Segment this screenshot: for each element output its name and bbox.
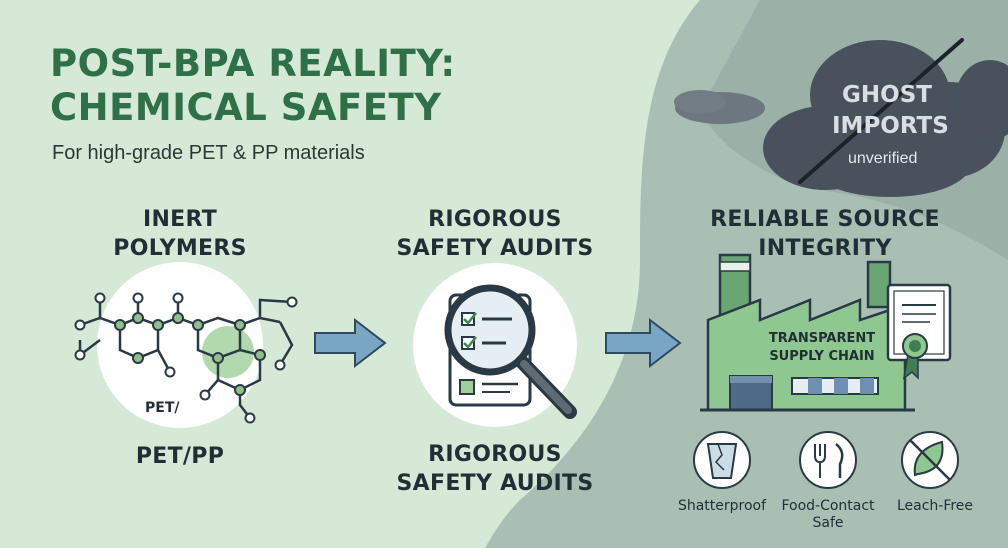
badge-label-food-contact-line2: Safe: [812, 515, 844, 531]
audits-caption-line2: SAFETY AUDITS: [396, 471, 594, 496]
badge-label-food-contact: Food-Contact Safe: [778, 498, 878, 532]
polymers-caption: PET/PP: [135, 444, 225, 469]
ghost-imports-label: GHOST IMPORTS: [832, 80, 949, 142]
audits-heading-line2: SAFETY AUDITS: [396, 236, 594, 261]
audits-heading: RIGOROUS SAFETY AUDITS: [380, 205, 610, 263]
factory-label-line2: SUPPLY CHAIN: [769, 349, 875, 364]
audits-caption-line1: RIGOROUS: [428, 442, 562, 467]
polymer-molecule-icon: [74, 262, 298, 428]
audits-caption: RIGOROUS SAFETY AUDITS: [380, 440, 610, 498]
source-heading-line2: INTEGRITY: [758, 236, 892, 261]
badge-food-contact: [799, 431, 857, 489]
page-title-line2: CHEMICAL SAFETY: [50, 86, 442, 129]
strike-through-line: [798, 38, 964, 184]
polymers-heading-line1: INERT: [142, 207, 218, 232]
arrow-right-icon: [605, 317, 682, 369]
ghost-imports-cloud: [674, 40, 1008, 197]
factory-label: TRANSPARENT SUPPLY CHAIN: [752, 330, 892, 366]
badge-label-shatterproof: Shatterproof: [677, 498, 767, 514]
source-heading: RELIABLE SOURCE INTEGRITY: [690, 205, 960, 263]
audit-magnifier-icon: [413, 263, 577, 427]
arrow-right-icon: [314, 317, 387, 369]
page-title-line1: POST-BPA REALITY:: [50, 42, 456, 85]
audits-heading-line1: RIGOROUS: [428, 207, 562, 232]
badge-shatterproof: [693, 431, 751, 489]
ghost-status: unverified: [848, 150, 918, 167]
polymers-heading-line2: POLYMERS: [113, 236, 247, 261]
ghost-line1: GHOST: [842, 82, 932, 108]
factory-label-line1: TRANSPARENT: [768, 331, 876, 346]
badge-label-leach-free: Leach-Free: [896, 498, 974, 514]
factory-icon: [700, 253, 915, 412]
source-heading-line1: RELIABLE SOURCE: [710, 207, 940, 232]
ghost-line2: IMPORTS: [832, 113, 949, 139]
page-subtitle: For high-grade PET & PP materials: [52, 142, 365, 164]
badge-leach-free: [901, 431, 959, 489]
certificate-icon: [886, 283, 952, 380]
polymer-inner-label: PET/: [145, 400, 180, 416]
polymers-heading: INERT POLYMERS: [80, 205, 280, 263]
badge-label-food-contact-line1: Food-Contact: [781, 498, 875, 514]
